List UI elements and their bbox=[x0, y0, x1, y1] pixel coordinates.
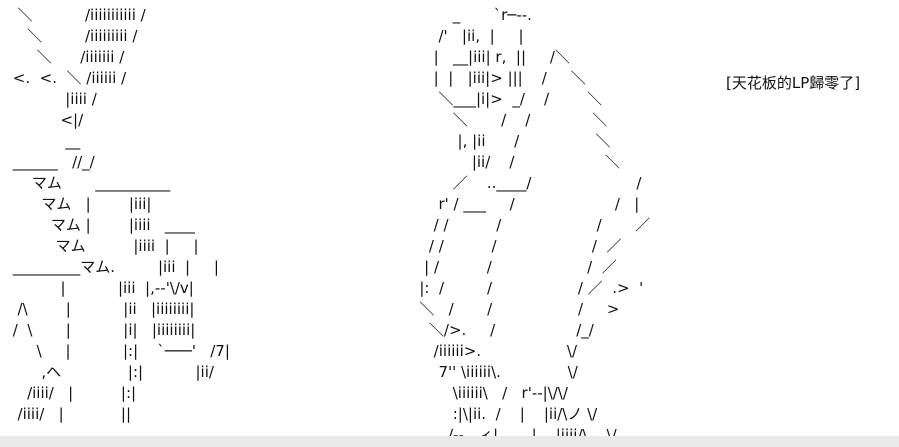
right-art-line: |: / / / ／ .> ' bbox=[386, 279, 644, 297]
right-art-line: r' / ___ / / | bbox=[386, 195, 640, 213]
left-art-line: | |iii |,-‐'\/v| bbox=[8, 279, 194, 297]
right-art-line: _ `r─‐-. bbox=[386, 6, 532, 24]
right-art-line: ／ ..____/ / bbox=[386, 174, 642, 192]
left-art-line: マム | |iiii ____ bbox=[8, 216, 195, 234]
left-art-line: _________マム. |iii | | bbox=[8, 258, 219, 276]
right-art-line: ＼/>. / /_/ bbox=[386, 321, 594, 339]
left-art-line: ＼ /iiiiiii / bbox=[8, 48, 125, 66]
left-art-line: ＼ /iiiiiiiii / bbox=[8, 27, 138, 45]
right-art-line: \iiiiii\ / r'‐-|\/\/ bbox=[386, 384, 568, 402]
bottom-strip bbox=[0, 436, 899, 447]
right-art-line: |, |ii / ＼ bbox=[386, 132, 611, 150]
left-art-line: /iiii/ | |:| bbox=[8, 384, 137, 402]
left-art-line: <. <. ＼ /iiiiii / bbox=[8, 69, 127, 87]
left-art-line: __ bbox=[8, 132, 81, 150]
left-art-line: \ | |:| `───' /7| bbox=[8, 342, 230, 360]
right-art-line: :|\|ii. / | |ii/\ノ \/ bbox=[386, 405, 598, 423]
left-art-line: ,ヘ |:| |ii/ bbox=[8, 363, 214, 381]
left-art-line: マム __________ bbox=[8, 174, 171, 192]
right-art-line: / / / / ／ bbox=[386, 237, 622, 255]
right-art-line: /' |ii, | | bbox=[386, 27, 524, 45]
right-art-line: |ii/ / ＼ bbox=[386, 153, 620, 171]
caption-text: [天花板的LP歸零了] bbox=[726, 74, 861, 92]
left-art-line: /\ | |ii |iiiiiiii| bbox=[8, 300, 195, 318]
right-art-line: / / / / ／ bbox=[386, 216, 651, 234]
right-art-line: | __|iii| r, || /＼ bbox=[386, 48, 570, 66]
right-art-line: /iiiiii>. \/ bbox=[386, 342, 578, 360]
left-art-line: ______ //_/ bbox=[8, 153, 95, 171]
right-art-line: | / / / ／ bbox=[386, 258, 617, 276]
left-art-line: ＼ /iiiiiiiiiii / bbox=[8, 6, 146, 24]
left-art-line: <|/ bbox=[8, 111, 84, 129]
right-art-line: ＼ / / / > bbox=[386, 300, 620, 318]
right-art-line: ＼ / / ＼ bbox=[386, 111, 608, 129]
left-art-line: / \ | |i| |iiiiiiii| bbox=[8, 321, 196, 339]
right-art-line: | | |iii|> ||| / ＼ bbox=[386, 69, 586, 87]
left-art-line: /iiii/ | || bbox=[8, 405, 131, 423]
left-art-line: マム | |iii| bbox=[8, 195, 152, 213]
right-art-line: 7'' \iiiiii\. \/ bbox=[386, 363, 578, 381]
right-art-line: ＼___|i|> _/ / ＼ bbox=[386, 90, 603, 108]
left-art-line: |iiii / bbox=[8, 90, 97, 108]
left-art-line: マム |iiii | | bbox=[8, 237, 199, 255]
